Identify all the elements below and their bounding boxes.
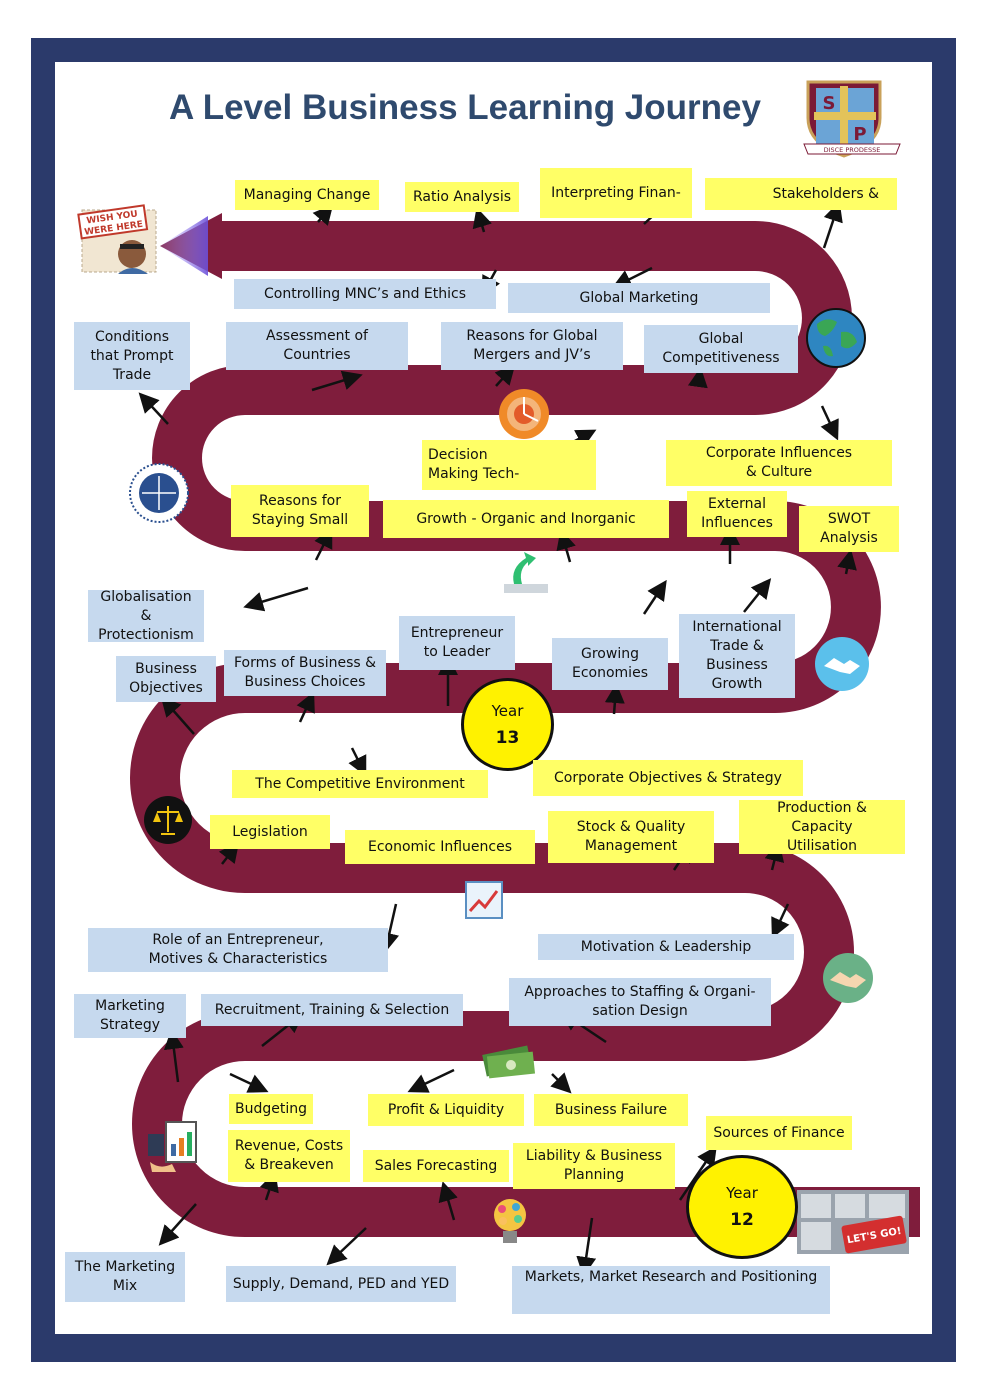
school-logo: S P DISCE PRODESSE [800,78,908,160]
topic-international-trade: International Trade & Business Growth [679,614,795,698]
topic-reasons-global-mergers: Reasons for Global Mergers and JV’s [441,322,623,370]
topic-interpreting-finance: Interpreting Finan- [540,168,692,218]
year-13-number: 13 [495,727,520,748]
topic-controlling-mncs: Controlling MNC’s and Ethics [234,279,496,309]
topic-assessment-countries: Assessment of Countries [226,322,408,370]
lightbulb-icon [491,1197,529,1249]
year-12-number: 12 [730,1210,754,1230]
year-12-marker: Year 12 [686,1155,798,1259]
topic-growing-economies: Growing Economies [552,638,668,690]
topic-supply-demand: Supply, Demand, PED and YED [226,1266,456,1302]
handshake-icon [814,636,870,692]
marketing-report-icon [146,1118,200,1174]
globe-emblem-icon [128,462,190,524]
topic-global-marketing: Global Marketing [508,283,770,313]
money-stack-icon [478,1036,540,1080]
light-beam [160,216,208,276]
topic-sales-forecasting: Sales Forecasting [363,1150,509,1182]
topic-global-competitiveness: Global Competitiveness [644,325,798,373]
topic-markets-research: Markets, Market Research and Positioning [512,1266,830,1314]
topic-ratio-analysis: Ratio Analysis [405,182,519,212]
topic-corporate-influences: Corporate Influences & Culture [666,440,892,486]
topic-decision-making: Decision Making Tech- [422,440,596,490]
topic-role-entrepreneur: Role of an Entrepreneur, Motives & Chara… [88,928,388,972]
topic-reasons-staying-small: Reasons for Staying Small [231,485,369,537]
topic-forms-of-business: Forms of Business & Business Choices [224,650,386,696]
handshake-deal-icon [822,952,874,1004]
logo-letter-p: P [853,124,866,145]
year-13-marker: Year 13 [461,678,554,771]
topic-marketing-strategy: Marketing Strategy [74,994,186,1038]
clock-dial-icon [498,388,550,440]
scales-icon [143,796,193,844]
year-13-label: Year [491,701,524,720]
growth-arrow-icon [500,550,552,596]
topic-corporate-objectives: Corporate Objectives & Strategy [533,760,803,796]
topic-recruitment: Recruitment, Training & Selection [201,994,463,1026]
topic-budgeting: Budgeting [229,1094,313,1124]
topic-entrepreneur-leader: Entrepreneur to Leader [399,616,515,670]
logo-letter-s: S [823,93,836,114]
globe-icon [803,306,869,370]
topic-growth-organic: Growth - Organic and Inorganic [383,500,669,538]
topic-stakeholders: Stakeholders & [705,178,897,210]
topic-stock-quality: Stock & Quality Management [548,811,714,863]
topic-production-capacity: Production & Capacity Utilisation [739,800,905,854]
topic-marketing-mix: The Marketing Mix [65,1252,185,1302]
topic-profit-liquidity: Profit & Liquidity [368,1094,524,1126]
topic-conditions-trade: Conditions that Prompt Trade [74,322,190,390]
topic-business-failure: Business Failure [534,1094,688,1126]
wish-you-were-here-stamp: WISH YOU WERE HERE [76,204,162,276]
topic-approaches-staffing: Approaches to Staffing & Organi- sation … [509,978,771,1026]
topic-business-objectives: Business Objectives [116,656,216,702]
topic-legislation: Legislation [210,815,330,849]
topic-sources-finance: Sources of Finance [706,1116,852,1150]
topic-globalisation: Globalisation & Protectionism [88,589,204,643]
road-path [130,221,920,1237]
topic-revenue-costs: Revenue, Costs & Breakeven [228,1130,350,1182]
lets-go-key: LET'S GO! [797,1190,909,1254]
logo-motto: DISCE PRODESSE [824,146,881,154]
topic-competitive-environment: The Competitive Environment [232,770,488,798]
topic-external-influences: External Influences [687,491,787,537]
year-12-label: Year [726,1184,758,1202]
topic-economic-influences: Economic Influences [345,830,535,864]
topic-liability-planning: Liability & Business Planning [513,1143,675,1189]
topic-motivation-leadership: Motivation & Leadership [538,934,794,960]
topic-swot: SWOT Analysis [799,506,899,552]
line-chart-icon [465,881,503,919]
topic-managing-change: Managing Change [235,180,379,210]
page-title: A Level Business Learning Journey [169,88,761,127]
